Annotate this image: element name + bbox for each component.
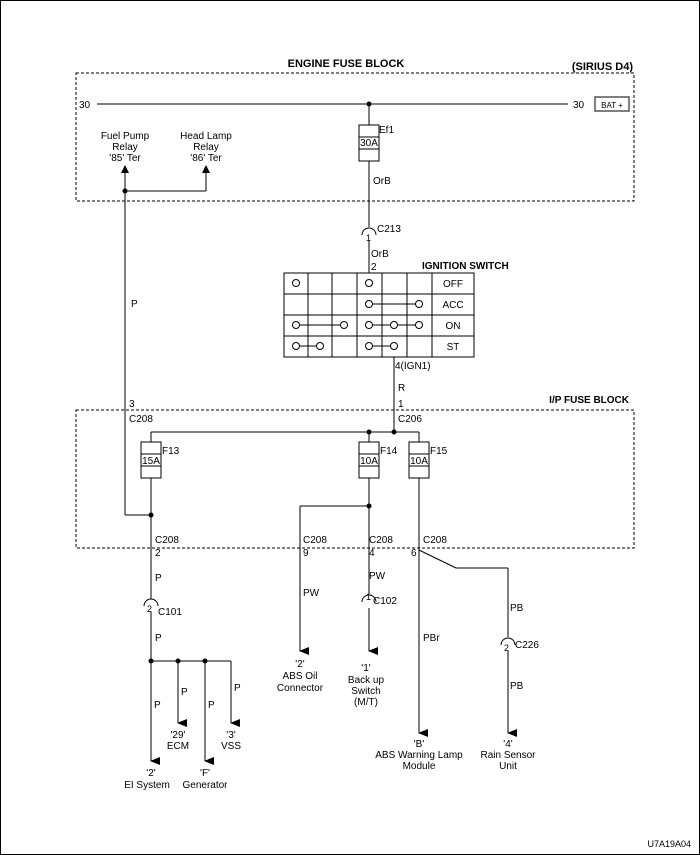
dest-abs-warn-name2: Module [403,761,436,772]
dest-ecm-pin: '29' [171,730,186,741]
ip-fuse-block-title: I/P FUSE BLOCK [549,395,630,406]
engine-fuse-block-title: ENGINE FUSE BLOCK [288,58,405,70]
fuse-f14-rating: 10A [360,456,378,467]
wire-pw-1: PW [303,588,320,599]
dest-ei-pin: '2' [146,768,155,779]
ign-pos-st: ST [447,342,460,353]
fuel-pump-relay-1: Fuel Pump [101,131,150,142]
wire-pw-2: PW [369,571,386,582]
ign-pos-off: OFF [443,279,463,290]
dest-abs-oil-name2: Connector [277,683,324,694]
bat-label: BAT + [601,101,623,110]
ign-pos-acc: ACC [442,300,463,311]
dest-ei-name: EI System [124,780,170,791]
bus-30-left: 30 [79,100,91,111]
fuse-ef1-name: Ef1 [379,125,394,136]
dest-backup-name: Back up [348,675,385,686]
c213-label: C213 [377,224,401,235]
head-lamp-relay-3: '86' Ter [190,153,222,164]
connector-c213 [361,227,377,236]
fuel-pump-relay-arrow [121,165,129,173]
c208-top-pin: 3 [129,399,135,410]
dest-abs-oil-pin: '2' [295,659,304,670]
c206-pin: 1 [398,399,404,410]
bat-box [594,96,630,112]
connector-c101 [143,598,159,607]
wire-p-left: P [131,299,138,310]
bus-30-right: 30 [573,100,585,111]
c101-pin: 2 [147,604,152,614]
head-lamp-relay-1: Head Lamp [180,131,232,142]
fuse-f13-rating: 15A [142,456,160,467]
fuse-ef1-rating: 30A [360,138,378,149]
ip-fuse-block-outline [75,409,635,549]
dest-rain-pin: '4' [503,739,512,750]
wire-pbr: PBr [423,633,440,644]
head-lamp-relay-arrow [202,165,210,173]
ign-pin-bottom: 4(IGN1) [395,361,431,372]
dest-rain-name: Rain Sensor [480,750,536,761]
wire-pb-2: PB [510,681,524,692]
wire-r: R [398,383,405,394]
c102-label: C102 [373,596,397,607]
c206-label: C206 [398,414,422,425]
ignition-switch-contacts [292,279,423,350]
wire-p-c101: P [155,633,162,644]
dest-abs-warn-pin: 'B' [414,739,425,750]
ign-pin-top: 2 [371,262,377,273]
dest-ecm-name: ECM [167,741,189,752]
dest-rain-name2: Unit [499,761,517,772]
dest-backup-name2: Switch [351,686,380,697]
wire-orb-1: OrB [373,176,391,187]
engine-fuse-block-outline [75,72,635,202]
c208-d-pin: 6 [411,548,417,559]
dest-gen-name: Generator [182,780,228,791]
ignition-switch-table [283,272,475,358]
dest-abs-warn-name: ABS Warning Lamp [375,750,463,761]
head-lamp-relay-2: Relay [193,142,219,153]
fuel-pump-relay-2: Relay [112,142,138,153]
c226-pin: 2 [504,643,509,653]
figure-code: U7A19A04 [647,839,691,849]
c208-a-label: C208 [155,535,179,546]
c208-b-label: C208 [303,535,327,546]
dest-gen-pin: 'F' [200,768,210,779]
c208-c-label: C208 [369,535,393,546]
wire-orb-2: OrB [371,249,389,260]
wire-p-below: P [155,573,162,584]
dest-vss-pin: '3' [226,730,235,741]
wire-p-gen: P [208,700,215,711]
fuse-f15-name: F15 [430,446,448,457]
connector-c226 [500,637,516,646]
fuse-f15-rating: 10A [410,456,428,467]
fuse-f14-name: F14 [380,446,398,457]
c213-pin: 1 [366,233,371,243]
c208-d-label: C208 [423,535,447,546]
fuse-f13-name: F13 [162,446,180,457]
c226-label: C226 [515,640,539,651]
c208-a-pin: 2 [155,548,161,559]
wire-pb-1: PB [510,603,524,614]
ign-pos-on: ON [446,321,461,332]
fuel-pump-relay-3: '85' Ter [109,153,141,164]
wire-p-ei: P [154,700,161,711]
wire-p-ecm: P [181,687,188,698]
c102-pin: 1 [366,592,371,602]
c101-label: C101 [158,607,182,618]
dest-vss-name: VSS [221,741,241,752]
dest-abs-oil-name: ABS Oil [282,671,317,682]
model-label: (SIRIUS D4) [572,61,633,73]
c208-top-label: C208 [129,414,153,425]
c208-c-pin: 4 [369,548,375,559]
ignition-switch-title: IGNITION SWITCH [422,261,509,272]
connector-c102 [361,594,377,603]
dest-backup-pin: '1' [361,663,370,674]
wire-p-vss: P [234,683,241,694]
dest-backup-name3: (M/T) [354,697,378,708]
c208-b-pin: 9 [303,548,309,559]
